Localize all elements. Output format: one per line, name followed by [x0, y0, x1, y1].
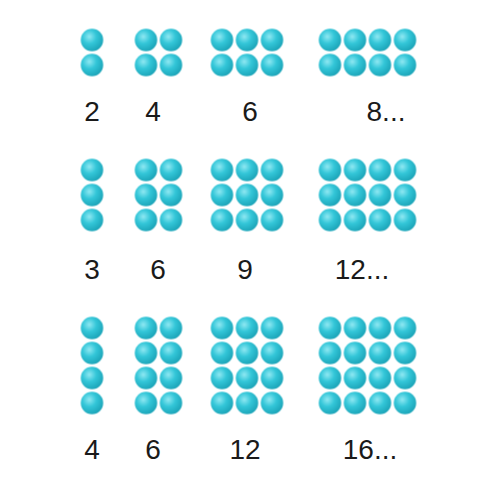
dot-array: [134, 28, 184, 78]
number-label: 6: [145, 434, 161, 466]
dot-array: [210, 28, 285, 78]
number-label: 6: [150, 254, 166, 286]
dot-array: [318, 28, 418, 78]
dot-array: [80, 28, 105, 78]
dot-array: [80, 316, 105, 416]
number-label: 2: [84, 96, 100, 128]
number-label: 9: [237, 254, 253, 286]
dot-array: [210, 316, 285, 416]
dot-array: [210, 158, 285, 233]
dot-array: [318, 316, 418, 416]
number-label: 4: [145, 96, 161, 128]
dot-array: [134, 158, 184, 233]
number-label: 8...: [367, 96, 406, 128]
number-label: 16...: [343, 434, 397, 466]
dot-array: [134, 316, 184, 416]
dot-array: [80, 158, 105, 233]
number-label: 12: [229, 434, 260, 466]
number-label: 4: [84, 434, 100, 466]
number-label: 6: [242, 96, 258, 128]
number-label: 12...: [335, 254, 389, 286]
number-label: 3: [84, 254, 100, 286]
dot-array: [318, 158, 418, 233]
